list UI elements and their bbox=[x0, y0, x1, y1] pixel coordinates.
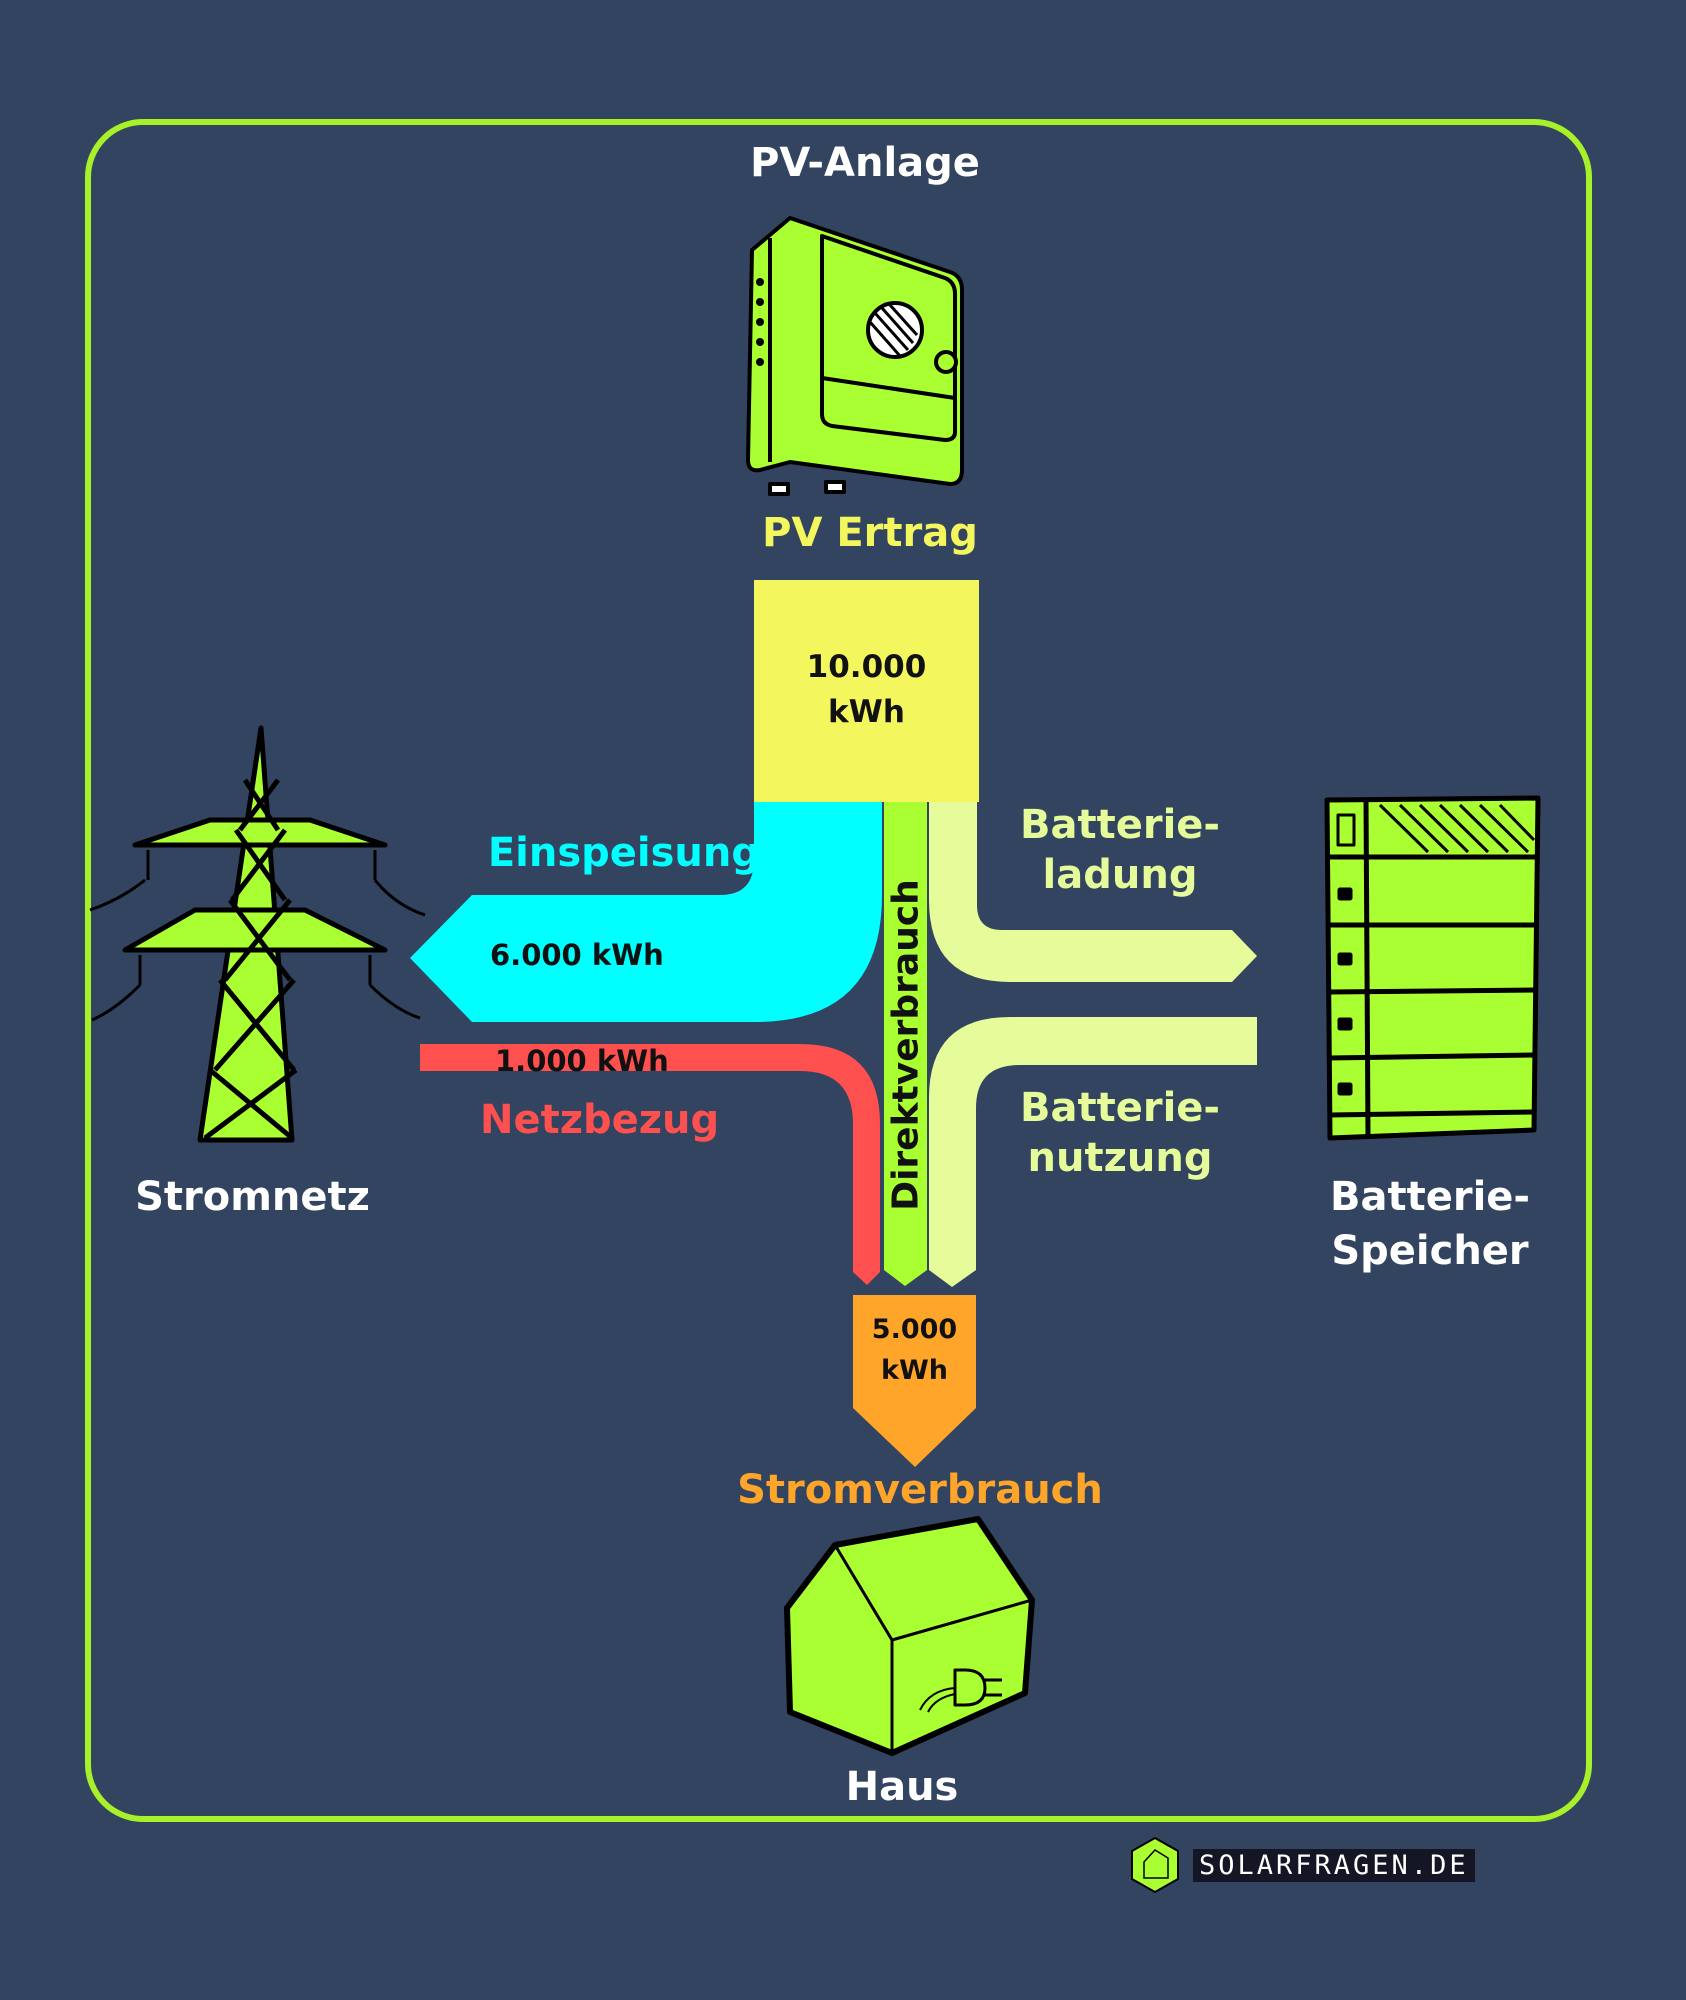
consumption-label: Stromverbrauch bbox=[737, 1467, 1103, 1513]
battery-charge-flow bbox=[929, 802, 1257, 982]
direct-use-flow bbox=[884, 802, 927, 1286]
house-plug-icon bbox=[784, 1516, 1035, 1756]
battery-storage-label-line2: Speicher bbox=[1331, 1228, 1529, 1274]
feed-in-value: 6.000 kWh bbox=[490, 938, 664, 972]
battery-charge-label-line1: Batterie- bbox=[1019, 802, 1221, 848]
inverter-icon bbox=[746, 216, 964, 496]
battery-discharge-label: Batterie- nutzung bbox=[1010, 1083, 1230, 1183]
grid-import-label: Netzbezug bbox=[480, 1097, 720, 1143]
solar-house-hexagon-icon bbox=[1131, 1836, 1179, 1894]
feed-in-flow bbox=[410, 802, 882, 1022]
pv-yield-value: 10.000 kWh bbox=[754, 645, 979, 735]
pv-system-title: PV-Anlage bbox=[750, 140, 980, 186]
battery-storage-icon bbox=[1324, 795, 1541, 1141]
consumption-arrow-box bbox=[853, 1295, 976, 1467]
battery-storage-label: Batterie- Speicher bbox=[1300, 1170, 1560, 1278]
brand-logo-text: SOLARFRAGEN.DE bbox=[1193, 1849, 1475, 1882]
pv-yield-number: 10.000 bbox=[806, 649, 927, 685]
battery-charge-label-line2: ladung bbox=[1042, 852, 1198, 898]
consumption-number: 5.000 bbox=[871, 1314, 958, 1345]
grid-label: Stromnetz bbox=[135, 1174, 370, 1220]
power-pylon-icon bbox=[89, 725, 426, 1143]
battery-charge-label: Batterie- ladung bbox=[1010, 800, 1230, 900]
battery-storage-label-line1: Batterie- bbox=[1329, 1174, 1531, 1220]
pv-yield-unit: kWh bbox=[828, 693, 905, 730]
feed-in-label: Einspeisung bbox=[487, 830, 760, 876]
battery-discharge-label-line1: Batterie- bbox=[1019, 1085, 1221, 1131]
grid-import-flow bbox=[420, 1044, 880, 1285]
pv-yield-box bbox=[754, 580, 979, 802]
grid-import-value: 1.000 kWh bbox=[495, 1044, 669, 1078]
direct-use-label: Direktverbrauch bbox=[885, 879, 927, 1211]
battery-discharge-label-line2: nutzung bbox=[1027, 1135, 1213, 1181]
battery-discharge-flow bbox=[929, 1017, 1257, 1287]
diagram-frame bbox=[85, 119, 1592, 1822]
pv-yield-label: PV Ertrag bbox=[762, 510, 978, 556]
consumption-unit: kWh bbox=[881, 1354, 948, 1386]
house-label: Haus bbox=[845, 1764, 959, 1810]
consumption-value: 5.000 kWh bbox=[853, 1310, 976, 1391]
